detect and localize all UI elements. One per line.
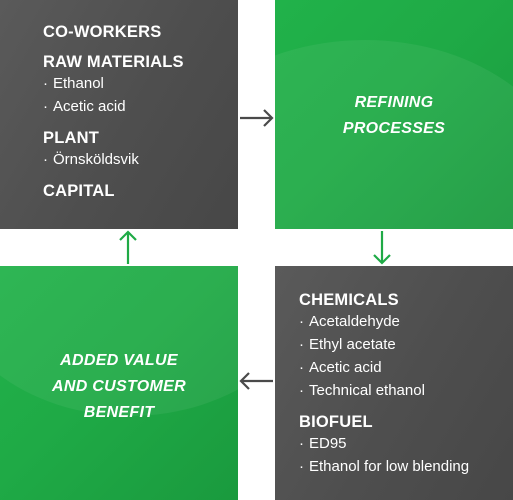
raw-material-item: Ethanol [43,72,184,95]
chemical-item: Acetic acid [299,356,469,379]
refining-title-line: PROCESSES [342,120,446,137]
plant-heading: PLANT [43,129,99,147]
chemical-item: Acetaldehyde [299,310,469,333]
refining-processes-title: REFINING PROCESSES [275,90,513,142]
capital-heading: CAPITAL [43,182,115,200]
down-arrow-icon [373,231,391,265]
chemical-item: Technical ethanol [299,379,469,402]
added-value-title-line: AND CUSTOMER [52,378,186,395]
raw-material-item: Acetic acid [43,95,184,118]
added-value-title-line: ADDED VALUE [60,352,178,369]
refining-title-line: REFINING [354,94,434,111]
added-value-box: ADDED VALUE AND CUSTOMER BENEFIT [0,266,238,500]
inputs-box: CO-WORKERS RAW MATERIALS Ethanol Acetic … [0,0,238,229]
biofuel-item: Ethanol for low blending [299,455,469,478]
coworkers-heading: CO-WORKERS [43,23,162,41]
added-value-title: ADDED VALUE AND CUSTOMER BENEFIT [0,348,238,426]
biofuel-item: ED95 [299,432,469,455]
products-content: CHEMICALS Acetaldehyde Ethyl acetate Ace… [299,290,469,478]
products-box: CHEMICALS Acetaldehyde Ethyl acetate Ace… [275,266,513,500]
added-value-title-line: BENEFIT [83,404,155,421]
inputs-content: CO-WORKERS RAW MATERIALS Ethanol Acetic … [43,22,184,201]
plant-item: Örnsköldsvik [43,148,184,171]
right-arrow-icon [240,109,274,127]
left-arrow-icon [239,372,273,390]
chemicals-heading: CHEMICALS [299,291,399,309]
chemical-item: Ethyl acetate [299,333,469,356]
biofuel-heading: BIOFUEL [299,413,373,431]
up-arrow-icon [119,230,137,264]
raw-materials-heading: RAW MATERIALS [43,53,184,71]
refining-processes-box: REFINING PROCESSES [275,0,513,229]
